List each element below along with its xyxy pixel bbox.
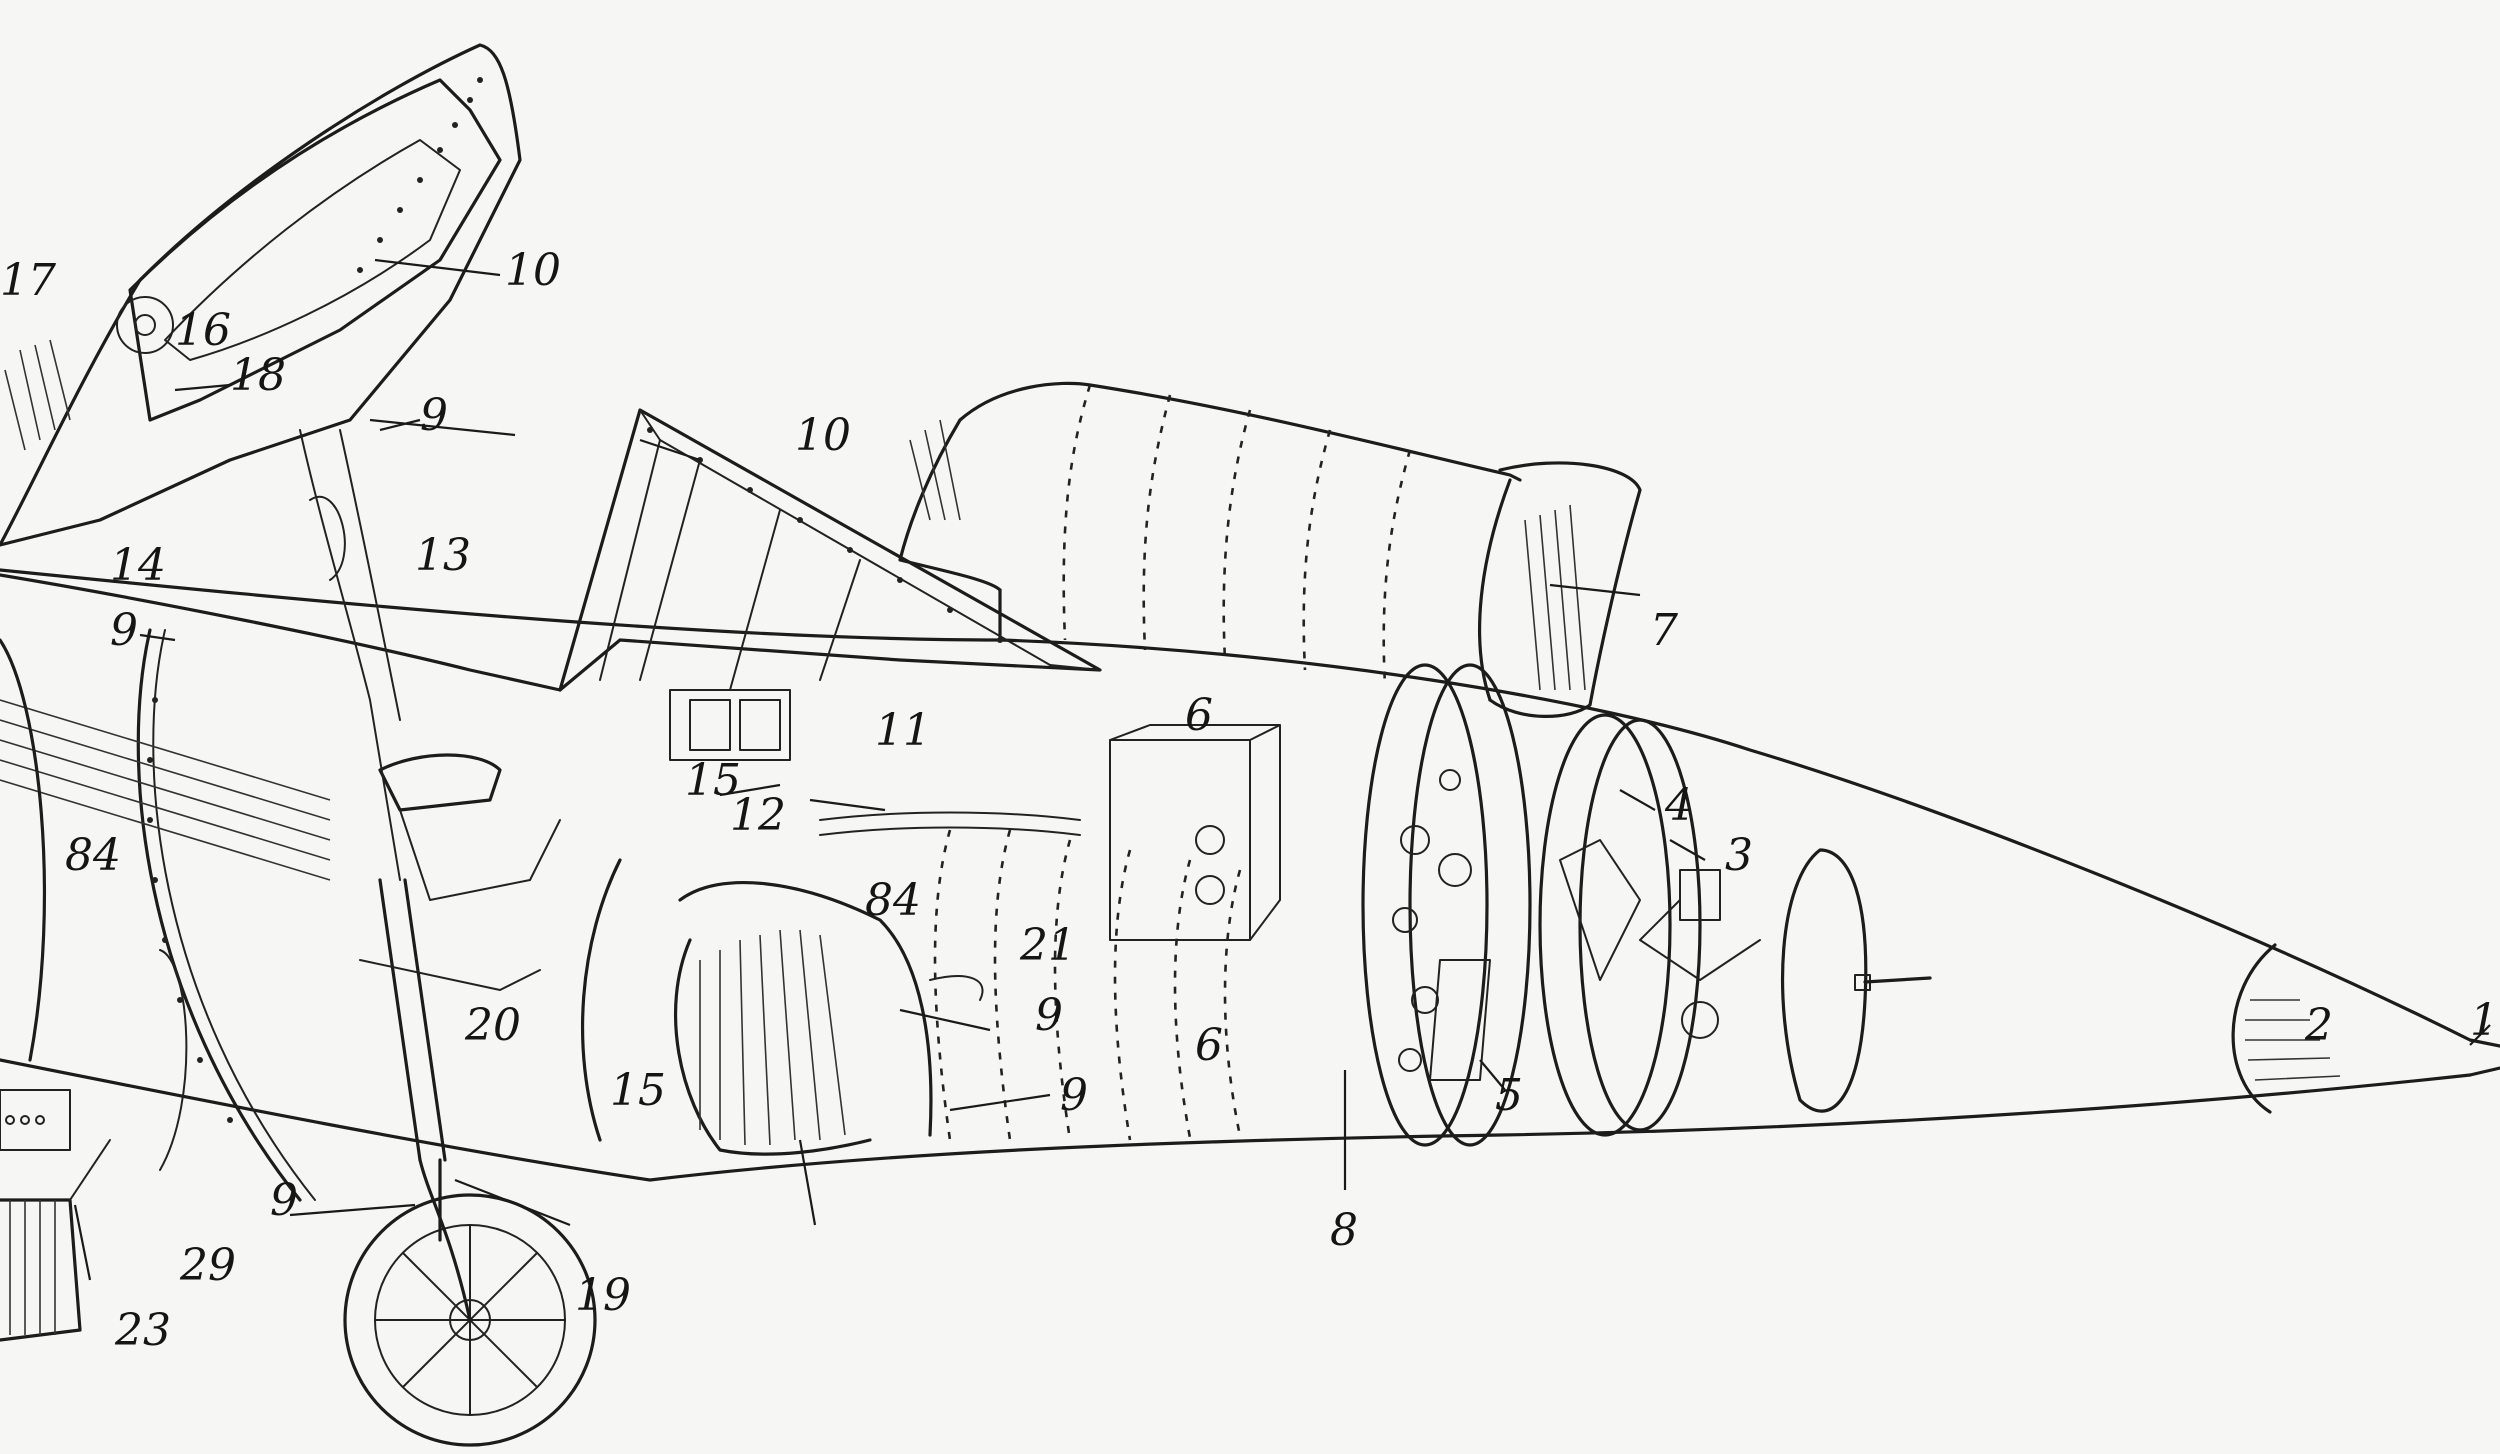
callout-13: 13	[415, 530, 471, 581]
callout-9-bottom: 9	[270, 1175, 298, 1226]
cockpit-seat-and-controls	[299, 429, 1281, 941]
callout-29: 29	[179, 1240, 236, 1291]
callout-4: 4	[1664, 780, 1693, 831]
callout-18: 18	[230, 350, 286, 401]
air-intake-duct	[580, 811, 1242, 1156]
callout-1: 1	[2470, 995, 2498, 1046]
callout-7: 7	[1650, 605, 1678, 656]
callout-9-top: 9	[420, 390, 448, 441]
forward-fuselage-frame	[0, 628, 331, 1202]
radar-antenna-dish	[1639, 848, 1932, 1113]
fuselage-outline	[0, 568, 2500, 1182]
callout-15-upper: 15	[685, 755, 741, 806]
callout-5: 5	[1495, 1070, 1523, 1121]
callout-6-lower: 6	[1195, 1020, 1223, 1071]
lower-left-equipment	[0, 949, 188, 1342]
callout-21: 21	[1019, 920, 1076, 971]
callout-84-right: 84	[865, 875, 921, 926]
callout-84-left: 84	[65, 830, 121, 881]
callout-14: 14	[110, 540, 166, 591]
fixed-windscreen-canopy	[558, 408, 1102, 692]
callout-2: 2	[2304, 1000, 2333, 1051]
leader-lines	[73, 258, 2491, 1281]
callout-labels: 1 2 3 4 5 6 6 7 8 9 9 9 9 9 10 10 11 12 …	[0, 245, 2498, 1356]
callout-9-left: 9	[110, 605, 138, 656]
callout-23: 23	[114, 1305, 171, 1356]
callout-10-lower: 10	[795, 410, 851, 461]
callout-12: 12	[730, 790, 786, 841]
bulkhead-frames	[1361, 663, 1702, 1147]
radome	[2231, 943, 2341, 1114]
callout-16: 16	[175, 305, 231, 356]
callout-10-upper: 10	[505, 245, 561, 296]
callout-9-bottom-right: 9	[1060, 1070, 1088, 1121]
rivet-lines	[147, 77, 1003, 1123]
opened-canopy-hood	[0, 43, 522, 547]
nose-landing-gear	[343, 878, 597, 1447]
callout-8: 8	[1330, 1205, 1358, 1256]
callout-19: 19	[575, 1270, 631, 1321]
callout-6-upper: 6	[1185, 690, 1213, 741]
callout-17: 17	[0, 255, 56, 306]
callout-3: 3	[1725, 830, 1753, 881]
callout-11: 11	[875, 705, 931, 756]
callout-15-lower: 15	[610, 1065, 666, 1116]
callout-20: 20	[464, 1000, 521, 1051]
callout-9-right: 9	[1035, 990, 1063, 1041]
